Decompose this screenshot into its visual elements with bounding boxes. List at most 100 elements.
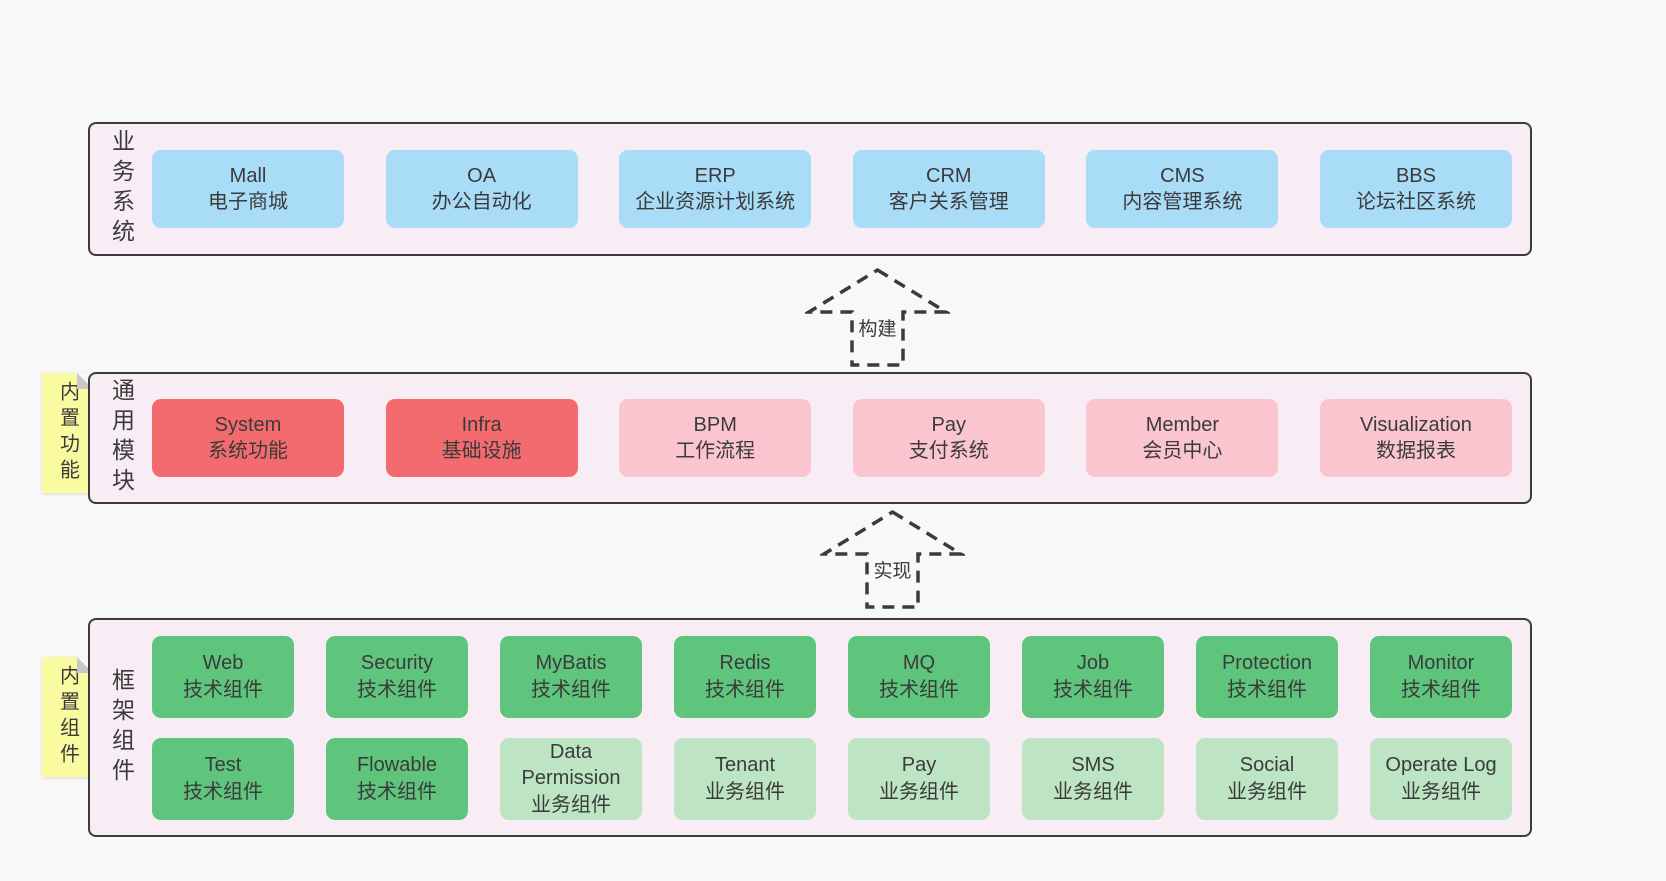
layer-label-text: 框架组件	[108, 667, 135, 788]
layer-common-modules: 通用模块 System 系统功能 Infra 基础设施 BPM 工作流程 Pay…	[88, 372, 1532, 504]
box-subtitle: 技术组件	[183, 678, 263, 701]
business-boxes-row: Mall 电子商城 OA 办公自动化 ERP 企业资源计划系统 CRM 客户关系…	[152, 124, 1530, 254]
box-title: CMS	[1160, 164, 1205, 187]
box-redis: Redis 技术组件	[674, 635, 816, 718]
box-title: Infra	[461, 413, 502, 436]
box-security: Security 技术组件	[326, 635, 468, 718]
box-subtitle: 电子商城	[208, 191, 288, 213]
note-built-in-functions: 内置功能	[42, 373, 93, 493]
box-protection: Protection 技术组件	[1196, 635, 1338, 718]
box-job: Job 技术组件	[1022, 635, 1164, 718]
box-title: Test	[204, 754, 242, 777]
box-title: Operate Log	[1385, 754, 1497, 777]
box-subtitle: 技术组件	[1227, 678, 1307, 701]
component-row-1: Web 技术组件 Security 技术组件 MyBatis 技术组件 Redi…	[152, 635, 1512, 718]
up-arrow-icon	[820, 509, 965, 609]
box-title: Social	[1239, 754, 1295, 777]
note-built-in-components: 内置组件	[42, 657, 93, 777]
box-subtitle: 业务组件	[1053, 780, 1133, 803]
box-title: ERP	[694, 164, 736, 187]
box-bpm: BPM 工作流程	[619, 399, 812, 477]
box-crm: CRM 客户关系管理	[852, 150, 1045, 228]
box-web: Web 技术组件	[152, 635, 294, 718]
box-pay-module: Pay 支付系统	[852, 399, 1045, 477]
box-subtitle: 业务组件	[1401, 780, 1481, 803]
box-title: Redis	[719, 652, 771, 675]
layer-label-text: 业务系统	[108, 129, 135, 249]
box-tenant: Tenant 业务组件	[674, 737, 816, 820]
layer-label-text: 通用模块	[108, 378, 135, 498]
box-subtitle: 业务组件	[1227, 780, 1307, 803]
box-subtitle: 技术组件	[183, 780, 263, 803]
box-subtitle: 数据报表	[1375, 440, 1456, 462]
box-subtitle: 系统功能	[208, 440, 288, 462]
box-title: Pay	[931, 413, 967, 436]
box-mall: Mall 电子商城	[152, 150, 344, 228]
box-title: Mall	[229, 164, 267, 187]
box-subtitle: 工作流程	[675, 440, 756, 462]
layer-common-modules-label: 通用模块	[90, 374, 152, 502]
box-subtitle: 会员中心	[1142, 440, 1223, 462]
box-subtitle: 论坛社区系统	[1355, 191, 1476, 213]
box-erp: ERP 企业资源计划系统	[619, 150, 812, 228]
box-subtitle: 技术组件	[705, 678, 785, 701]
box-title: Pay	[901, 754, 937, 777]
box-subtitle: 支付系统	[908, 440, 989, 462]
box-subtitle: 企业资源计划系统	[635, 191, 796, 213]
box-title: MQ	[902, 652, 936, 675]
box-test: Test 技术组件	[152, 737, 294, 820]
box-subtitle: 客户关系管理	[888, 191, 1009, 213]
box-cms: CMS 内容管理系统	[1086, 150, 1279, 228]
box-title: MyBatis	[535, 652, 607, 675]
layer-business-systems-label: 业务系统	[90, 124, 152, 254]
box-mybatis: MyBatis 技术组件	[500, 635, 642, 718]
layer-framework-components: 框架组件 Web 技术组件 Security 技术组件 MyBatis 技术组件…	[88, 618, 1532, 837]
box-subtitle: 技术组件	[1401, 678, 1481, 701]
box-subtitle: 技术组件	[357, 780, 437, 803]
box-title: Member	[1145, 413, 1220, 436]
box-subtitle: 内容管理系统	[1122, 191, 1243, 213]
box-title: BBS	[1395, 164, 1436, 187]
box-subtitle: 技术组件	[1053, 678, 1133, 701]
note-text: 内置组件	[56, 665, 79, 769]
box-title: Data Permission	[521, 740, 621, 790]
box-title: Monitor	[1407, 652, 1475, 675]
box-social: Social 业务组件	[1196, 737, 1338, 820]
box-data-permission: Data Permission 业务组件	[500, 737, 642, 820]
box-operate-log: Operate Log 业务组件	[1370, 737, 1512, 820]
box-title: Protection	[1221, 652, 1313, 675]
box-title: Flowable	[356, 754, 438, 777]
box-title: Visualization	[1360, 413, 1472, 436]
box-subtitle: 办公自动化	[431, 191, 532, 213]
up-arrow-icon	[805, 267, 950, 367]
box-title: Web	[202, 652, 244, 675]
box-subtitle: 技术组件	[531, 678, 611, 701]
component-row-2: Test 技术组件 Flowable 技术组件 Data Permission …	[152, 737, 1512, 820]
box-subtitle: 技术组件	[357, 678, 437, 701]
box-oa: OA 办公自动化	[385, 150, 578, 228]
box-subtitle: 业务组件	[705, 780, 785, 803]
box-member: Member 会员中心	[1086, 399, 1279, 477]
box-subtitle: 业务组件	[879, 780, 959, 803]
module-boxes-row: System 系统功能 Infra 基础设施 BPM 工作流程 Pay 支付系统…	[152, 374, 1530, 502]
box-subtitle: 业务组件	[531, 793, 611, 816]
box-system: System 系统功能	[152, 399, 344, 477]
box-title: SMS	[1071, 754, 1115, 777]
box-subtitle: 技术组件	[879, 678, 959, 701]
box-monitor: Monitor 技术组件	[1370, 635, 1512, 718]
box-title: OA	[467, 164, 497, 187]
box-subtitle: 基础设施	[441, 440, 522, 462]
box-pay-component: Pay 业务组件	[848, 737, 990, 820]
box-mq: MQ 技术组件	[848, 635, 990, 718]
layer-framework-components-label: 框架组件	[90, 620, 152, 835]
arrow-build: 构建	[805, 266, 950, 368]
note-text: 内置功能	[56, 381, 79, 485]
box-title: Security	[360, 652, 434, 675]
box-visualization: Visualization 数据报表	[1319, 399, 1512, 477]
box-title: Tenant	[714, 754, 776, 777]
box-title: BPM	[693, 413, 737, 436]
box-title: System	[214, 413, 282, 436]
arrow-build-label: 构建	[855, 314, 900, 341]
layer-business-systems: 业务系统 Mall 电子商城 OA 办公自动化 ERP 企业资源计划系统 CRM…	[88, 122, 1532, 256]
